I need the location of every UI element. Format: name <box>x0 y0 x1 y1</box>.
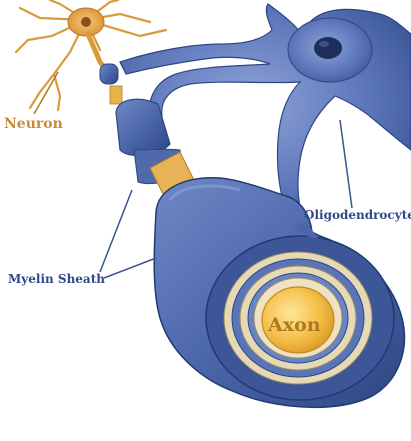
neuron-nucleus <box>81 17 91 27</box>
oligodendrocyte-cell <box>119 3 411 227</box>
myelin-leader-line-upper <box>99 189 133 273</box>
axon-label: Axon <box>268 314 321 336</box>
myelin-segment-small <box>99 63 123 105</box>
oligodendrocyte-nucleus <box>314 37 342 59</box>
oligodendrocyte-wrap <box>292 222 318 239</box>
neuron-label: Neuron <box>4 116 63 132</box>
oligodendrocyte-leader-line <box>339 119 353 209</box>
myelin-sheath-label: Myelin Sheath <box>8 272 105 286</box>
oligodendrocyte-label: Oligodendrocyte <box>304 208 411 222</box>
neuron-leader-line <box>33 71 59 115</box>
myelin-leader-line-lower <box>103 257 157 279</box>
axon-core <box>261 286 335 354</box>
myelin-sheath-cylinder <box>153 177 406 409</box>
